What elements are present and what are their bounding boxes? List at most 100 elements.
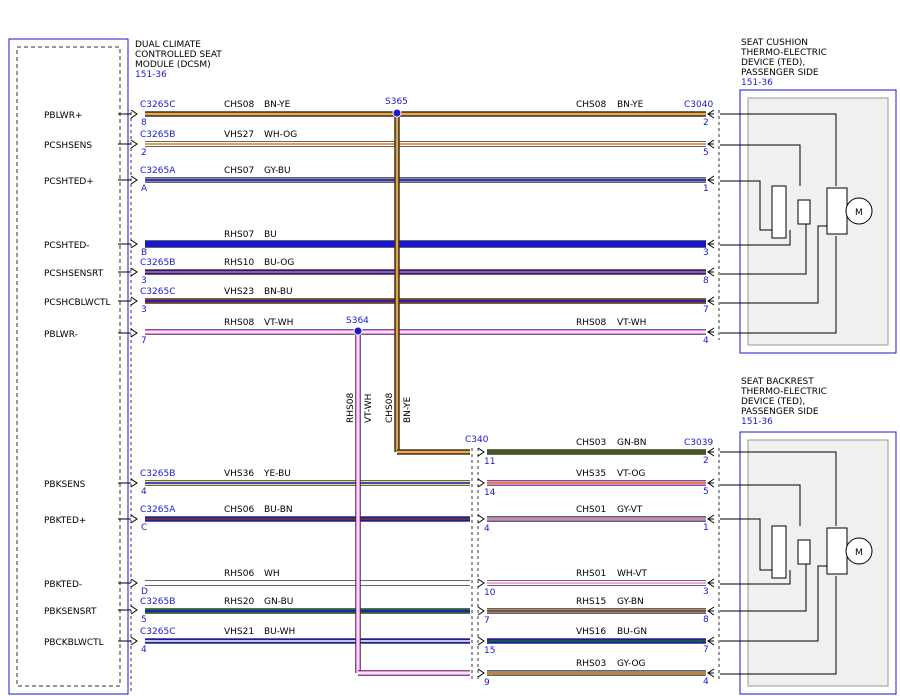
backrest-right-circuit-3: CHS01 (576, 505, 606, 515)
vertical-label-bn-ye: BN-YE (403, 396, 413, 423)
cushion-conn-label-2: C3265B (140, 130, 175, 140)
backrest-internals (720, 451, 873, 675)
cushion-pin-right-3: 1 (703, 184, 709, 194)
pin-name-pbksens: PBKSENS (44, 480, 86, 490)
cushion-title-line-3: DEVICE (TED), (741, 58, 805, 68)
c340-arrow-7 (477, 668, 485, 678)
backrest-ted-element (771, 525, 787, 579)
backrest-right-color-2: VT-OG (617, 469, 645, 479)
cushion-circuit-4: RHS07 (224, 230, 254, 240)
vertical-label-vt-wh: VT-WH (364, 394, 374, 423)
cushion-pin-left-3: A (141, 184, 148, 194)
cushion-pin-right-2: 5 (703, 148, 709, 158)
dcsm-title-line-1: DUAL CLIMATE (135, 40, 201, 50)
splice-s365-dot (392, 108, 402, 118)
backrest-right-circuit-5: RHS15 (576, 597, 606, 607)
c340-pin-6: 15 (484, 646, 495, 656)
vertical-label-chs08: CHS08 (385, 393, 395, 423)
pin-name-pcshcblwctl: PCSHCBLWCTL (44, 298, 111, 308)
backrest-right-color-6: BU-GN (617, 627, 647, 637)
splice-s364-dot (353, 326, 363, 336)
backrest-color-6: BU-WH (264, 627, 295, 637)
c340-arrow-2 (477, 478, 485, 488)
backrest-title-line-3: DEVICE (TED), (741, 397, 805, 407)
backrest-circuit-3: CHS06 (224, 505, 254, 515)
backrest-pin-right-7: 4 (703, 677, 709, 687)
cushion-conn-label-1: C3265C (140, 100, 175, 110)
backrest-circuit-5: RHS20 (224, 597, 254, 607)
backrest-circuit-2: VHS36 (224, 469, 254, 479)
backrest-pin-right-2: 5 (703, 487, 709, 497)
cushion-conn-label-3: C3265A (140, 166, 176, 176)
cushion-title-line-4: PASSENGER SIDE (741, 68, 819, 78)
pin-name-pcshted-plus: PCSHTED+ (44, 177, 94, 187)
cushion-color-3: GY-BU (264, 166, 291, 176)
backrest-color-4: WH (264, 569, 280, 579)
vertical-label-rhs08: RHS08 (346, 393, 356, 423)
cushion-right-color-7: VT-WH (617, 318, 646, 328)
pin-arrow-5 (130, 296, 138, 306)
pin-arrow-3 (130, 239, 138, 249)
backrest-pin-left-4: D (141, 587, 148, 597)
cushion-pin-left-4: B (141, 248, 147, 258)
backrest-pin-right-6: 7 (703, 645, 709, 655)
backrest-title-line-2: THERMO-ELECTRIC (740, 387, 827, 397)
cushion-circuit-6: VHS23 (224, 287, 254, 297)
pin-arrow-1 (130, 139, 138, 149)
cushion-right-color-1: BN-YE (617, 100, 644, 110)
cushion-color-5: BU-OG (264, 258, 294, 268)
c3040-connector-label: C3040 (684, 100, 713, 110)
c340-pin-3: 4 (484, 524, 490, 534)
backrest-pin-right-5: 8 (703, 615, 709, 625)
pin-name-pblwr-plus: PBLWR+ (44, 111, 82, 121)
backrest-title-line-1: SEAT BACKREST (741, 377, 814, 387)
cushion-pin-left-6: 3 (141, 305, 147, 315)
backrest-color-5: GN-BU (264, 597, 293, 607)
cushion-color-2: WH-OG (264, 130, 297, 140)
cushion-ted-element (771, 185, 787, 239)
backrest-pin-left-3: C (141, 523, 147, 533)
wires-layer (118, 109, 715, 678)
backrest-pin-left-5: 5 (141, 615, 147, 625)
pin-name-pcshted-minus: PCSHTED- (44, 241, 90, 251)
c3039-connector-label: C3039 (684, 438, 713, 448)
backrest-pin-right-1: 2 (703, 456, 709, 466)
pin-name-pbkted-minus: PBKTED- (44, 580, 82, 590)
dcsm-title-line-2: CONTROLLED SEAT (135, 50, 222, 60)
backrest-device-body (747, 439, 889, 687)
pin-name-pbkted-plus: PBKTED+ (44, 516, 86, 526)
backrest-motor-icon (845, 537, 873, 565)
cushion-reference: 151-36 (741, 78, 773, 88)
pin-arrow-10 (130, 605, 138, 615)
backrest-right-color-1: GN-BN (617, 438, 647, 448)
backrest-internal-wiring (720, 451, 837, 675)
c340-arrow-4 (477, 578, 485, 588)
cushion-pin-right-6: 7 (703, 305, 709, 315)
backrest-title-line-4: PASSENGER SIDE (741, 407, 819, 417)
cushion-pin-left-1: 8 (141, 118, 147, 128)
cushion-pin-right-7: 4 (703, 336, 709, 346)
pin-arrow-4 (130, 267, 138, 277)
backrest-right-circuit-6: VHS16 (576, 627, 606, 637)
cushion-conn-label-6: C3265C (140, 287, 175, 297)
backrest-pin-right-3: 1 (703, 523, 709, 533)
cushion-device-frame (739, 89, 897, 354)
cushion-right-circuit-7: RHS08 (576, 318, 606, 328)
splice-s364-label: S364 (346, 316, 369, 326)
pin-name-pblwr-minus: PBLWR- (44, 330, 78, 340)
cushion-motor-icon (845, 197, 873, 225)
c340-pin-2: 14 (484, 488, 496, 498)
c340-arrow-6 (477, 636, 485, 646)
backrest-circuit-4: RHS06 (224, 569, 254, 579)
dcsm-module-frame (8, 38, 129, 695)
pin-name-pbksensrt: PBKSENSRT (44, 607, 97, 617)
cushion-blower-control (826, 187, 848, 235)
dcsm-pin-names: PBLWR+ PCSHSENS PCSHTED+ PCSHTED- PCSHSE… (44, 111, 111, 648)
cushion-pin-right-4: 3 (703, 248, 709, 258)
backrest-right-circuit-4: RHS01 (576, 569, 606, 579)
backrest-pin-left-2: 4 (141, 487, 147, 497)
cushion-internals (720, 113, 873, 334)
backrest-right-color-4: WH-VT (617, 569, 648, 579)
